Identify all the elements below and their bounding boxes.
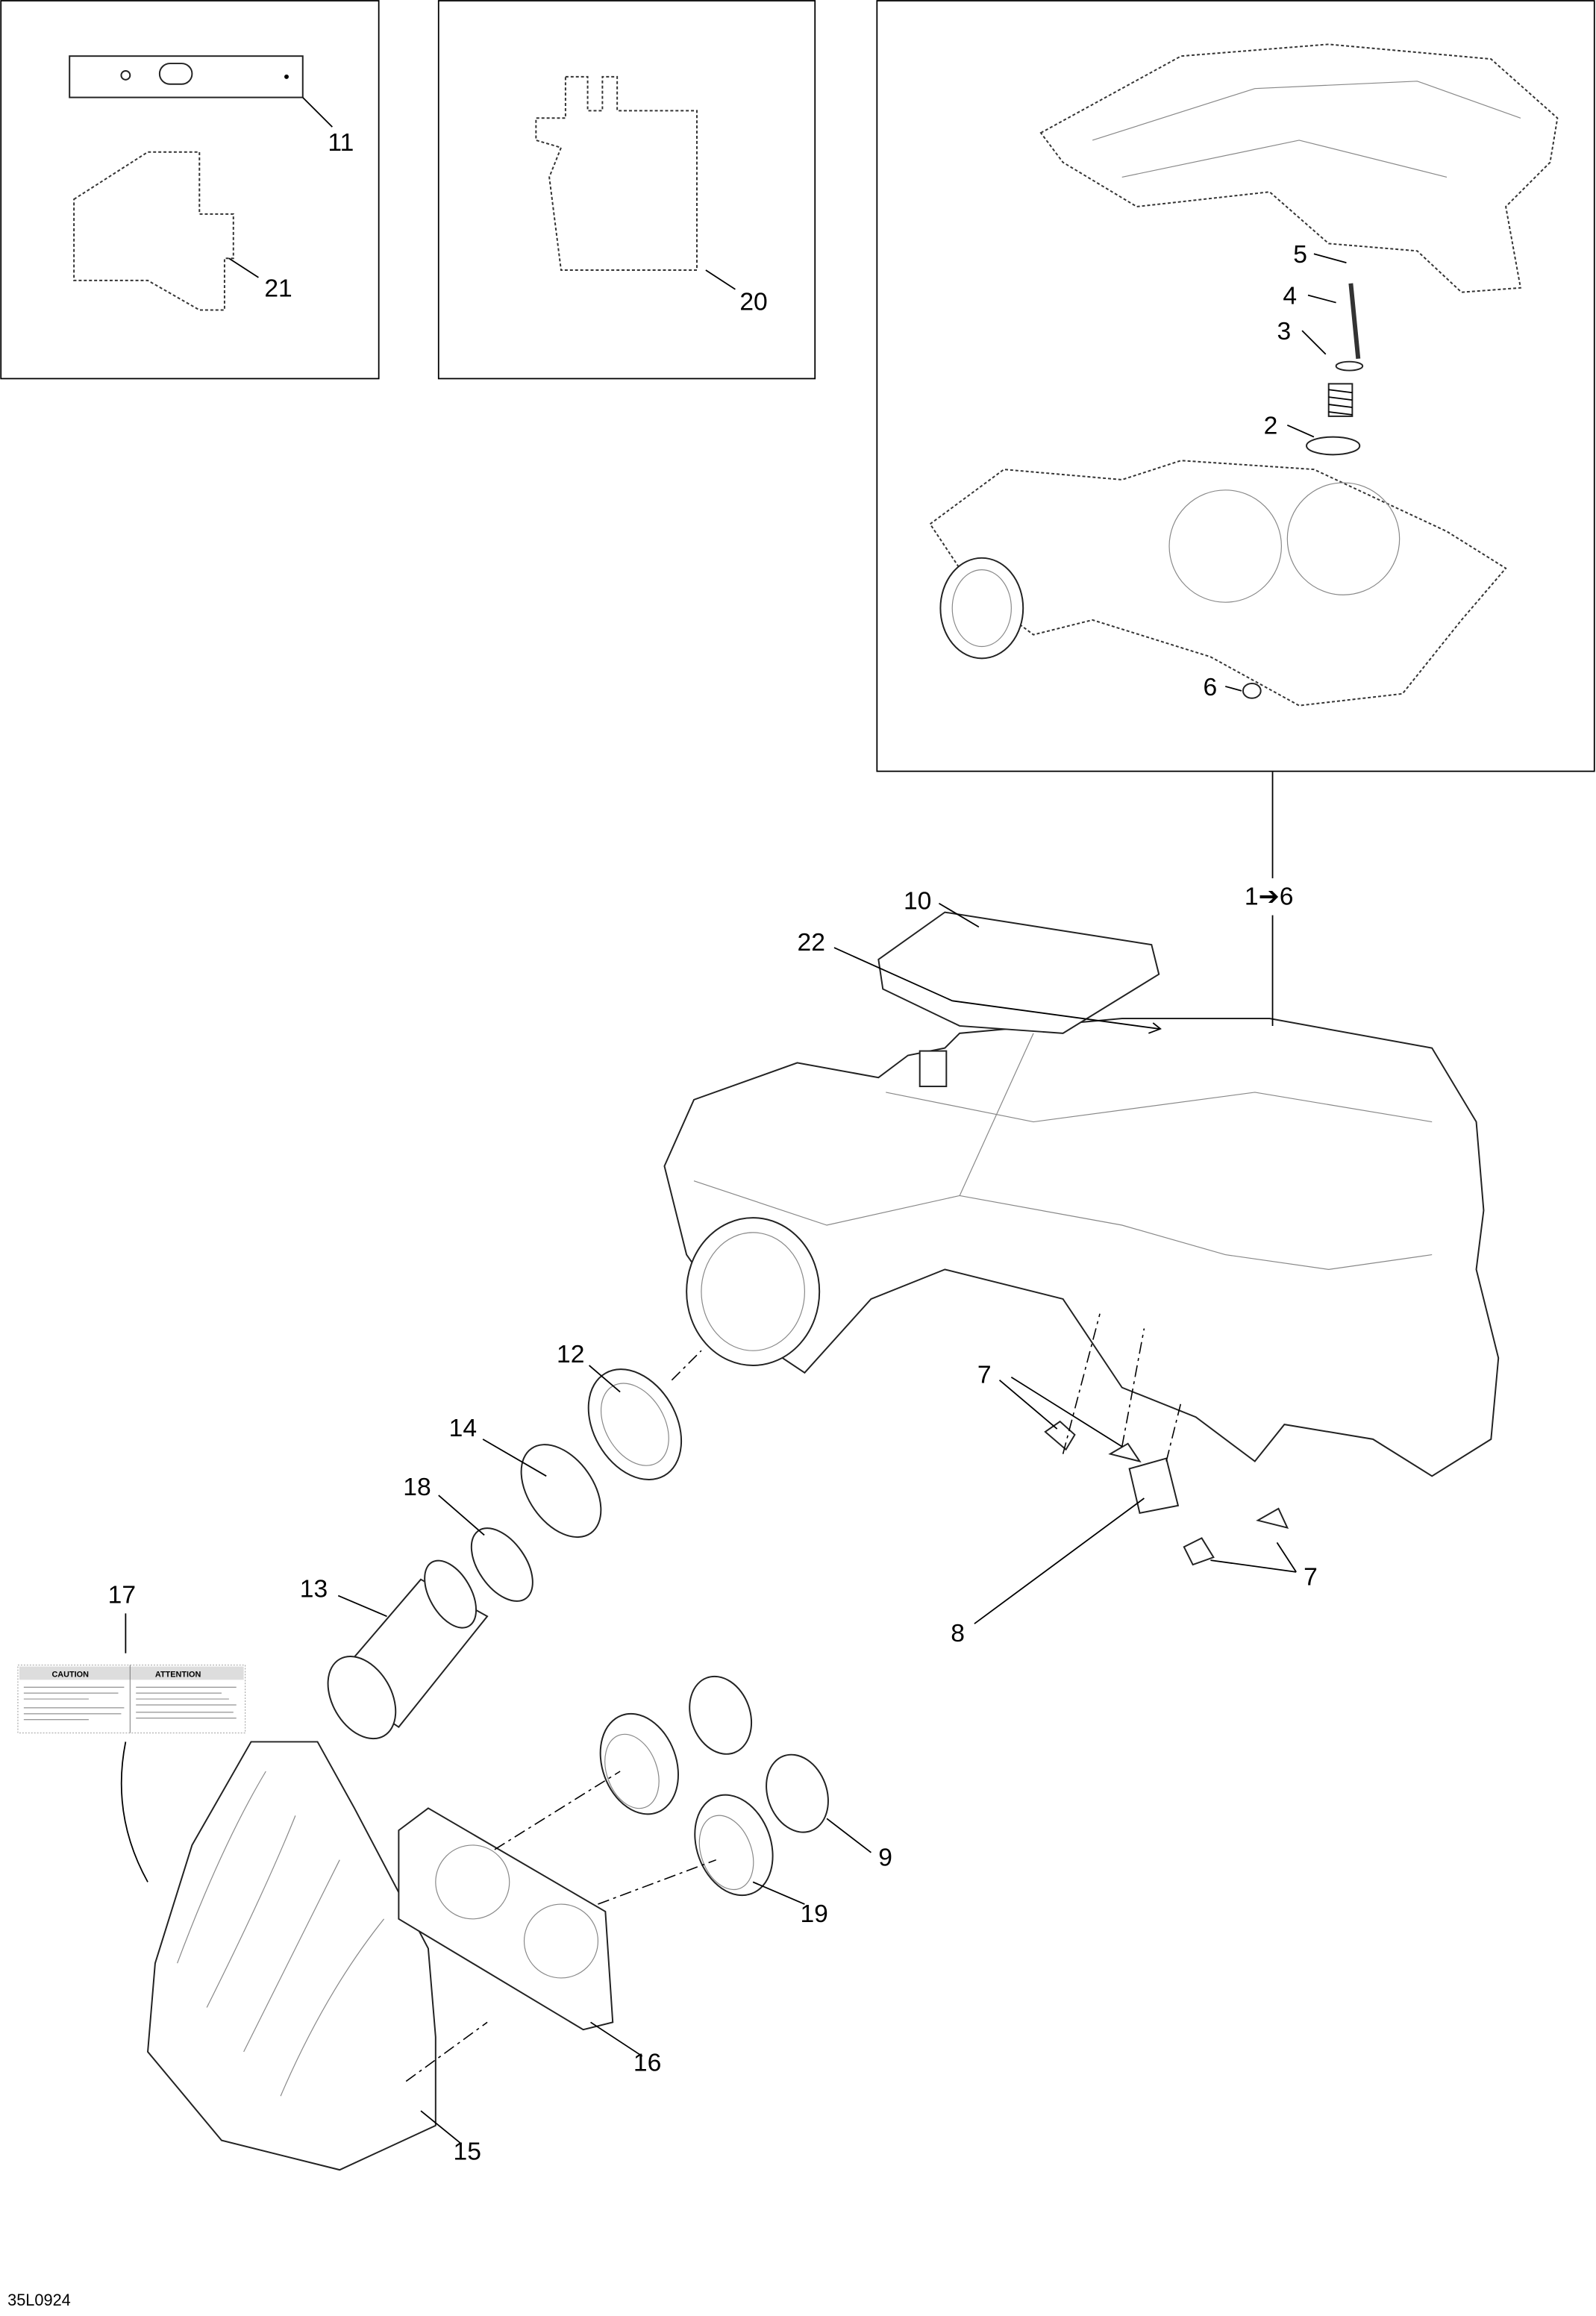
callout-1-to-6: 1➔6 [1245,883,1294,911]
inset-box-20 [437,0,816,380]
part-12-adapter [587,1368,683,1480]
callout-18: 18 [403,1474,431,1501]
part-19-boot-b [694,1794,774,1897]
part-7-clip-c [1256,1507,1289,1530]
callout-11: 11 [328,129,354,157]
inset-box-11-21 [0,0,380,380]
drawing-code: 35L0924 [7,2291,71,2309]
airbox-assembly [663,911,1500,1477]
part-11-plate [69,55,304,98]
callout-3: 3 [1277,318,1291,345]
callout-19: 19 [800,1900,827,1928]
part-2-grommet [1306,436,1361,456]
callout-17: 17 [108,1581,136,1609]
part-14-clamp [520,1444,602,1539]
part-3-spring [1327,383,1354,417]
decal-caution-title: CAUTION [51,1670,89,1679]
callout-12: 12 [557,1341,584,1368]
part-19-boot-a [599,1712,679,1815]
part-7-clip-b [1108,1442,1142,1463]
part-16-plate [398,1807,614,2031]
callout-4: 4 [1283,283,1297,310]
leader-lines [120,96,1347,2144]
callout-9: 9 [878,1844,892,1872]
part-18-oring [470,1527,533,1602]
callout-21: 21 [264,275,292,303]
decal-attention-title: ATTENTION [155,1670,201,1679]
alignment-lines [405,1313,1182,2082]
part-15-silencer [147,1741,436,2171]
part-4-washer [1335,360,1364,372]
callouts: 11 21 20 5 4 3 2 6 1➔6 10 22 12 14 18 13… [7,129,1318,2309]
part-7-clip-d [1183,1537,1215,1566]
airbox-base-phantom [929,460,1507,707]
part-13-tube [327,1559,489,1740]
part-9-clamp-b [766,1753,829,1833]
callout-7-lower: 7 [1304,1564,1318,1592]
part-21-pad [73,151,234,311]
callout-5: 5 [1293,241,1307,269]
part-8-block [1128,1457,1180,1514]
callout-2: 2 [1264,413,1278,440]
airbox-cover-phantom [1039,43,1559,293]
callout-10: 10 [904,888,931,916]
callout-13: 13 [300,1576,328,1603]
part-9-clamp-a [689,1675,753,1755]
part-7-clip-a [1044,1420,1076,1451]
callout-20: 20 [739,288,767,316]
callout-6: 6 [1204,674,1218,701]
part-20-pad [535,75,698,272]
callout-7-upper: 7 [977,1362,992,1389]
callout-15: 15 [454,2138,481,2165]
part-6-nut [1242,682,1262,699]
part-5-bolt [1348,283,1361,360]
inset-box-1-6 [876,0,1595,772]
callout-14: 14 [449,1415,477,1442]
callout-16: 16 [633,2050,661,2077]
callout-22: 22 [798,929,825,957]
callout-8: 8 [951,1620,965,1647]
part-17-decal: CAUTION ATTENTION [17,1664,246,1734]
